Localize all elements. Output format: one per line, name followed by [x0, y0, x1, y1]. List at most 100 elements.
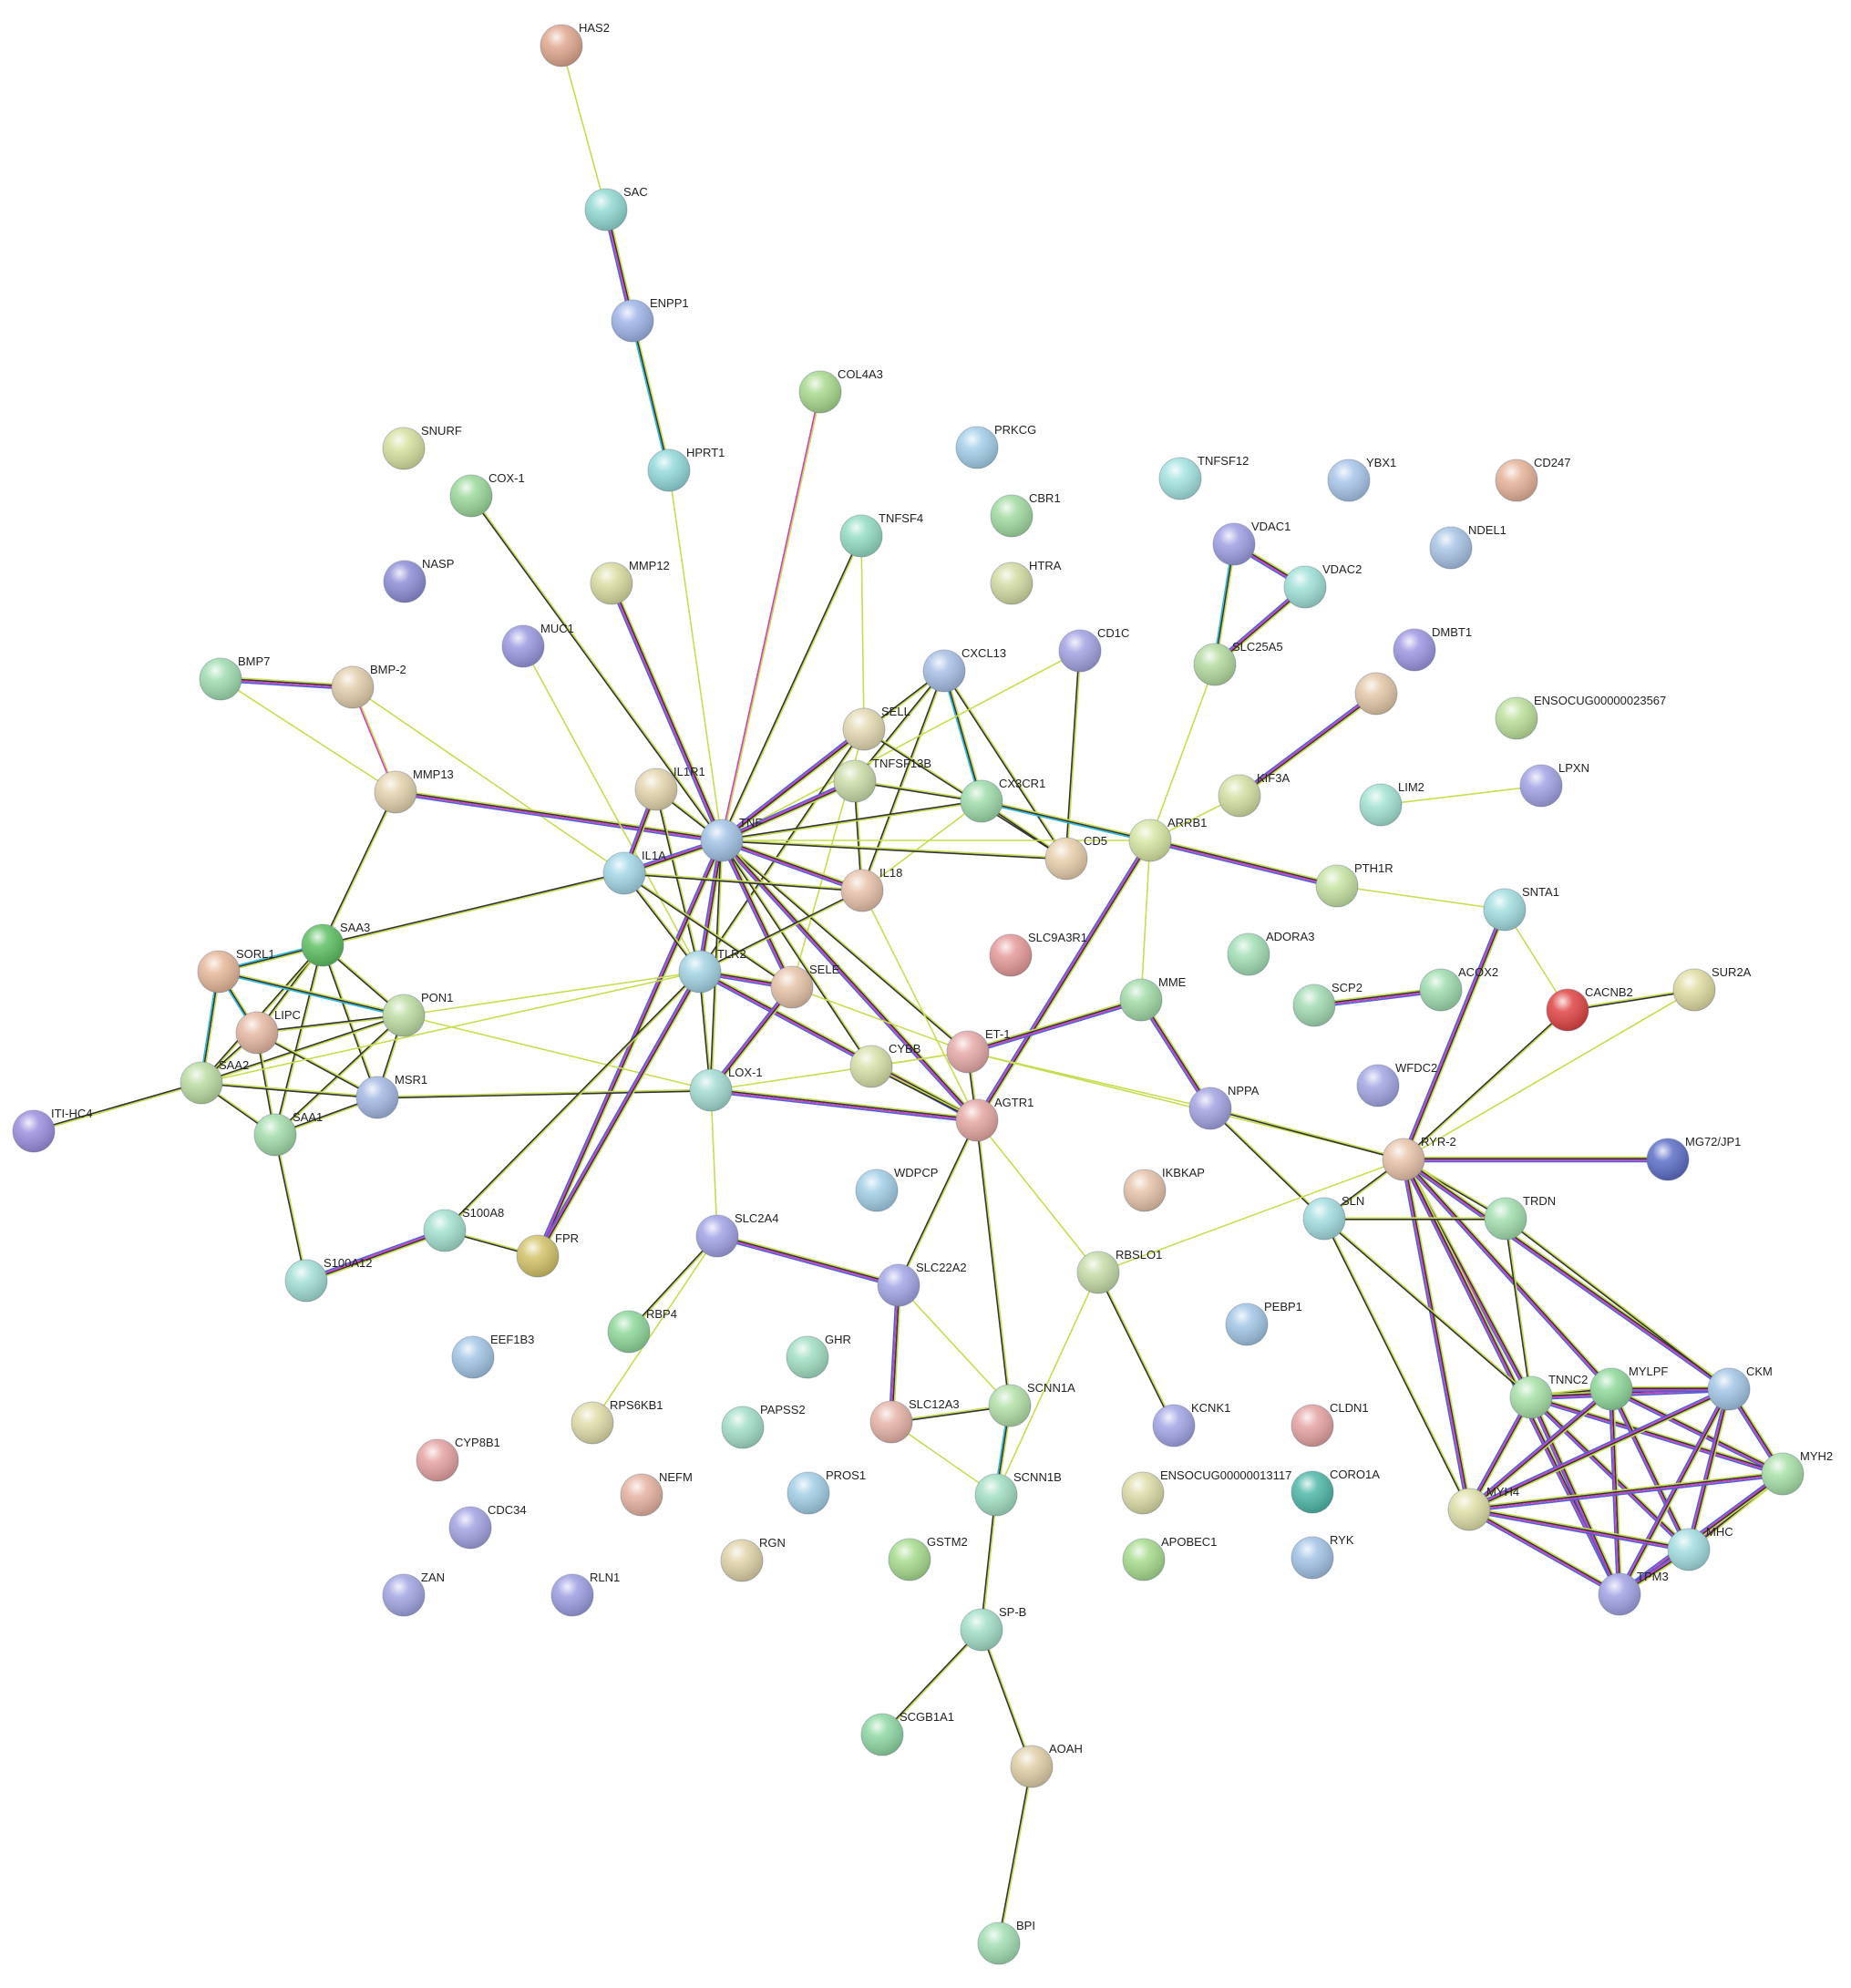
node-pebp1[interactable]: PEBP1 [1225, 1300, 1302, 1346]
node-prkcg[interactable]: PRKCG [955, 423, 1036, 469]
node-cd247[interactable]: CD247 [1495, 456, 1570, 502]
node-sln[interactable]: SLN [1302, 1194, 1364, 1241]
node-has2[interactable]: HAS2 [540, 21, 610, 67]
node-tpm3[interactable]: TPM3 [1598, 1570, 1669, 1616]
node-cacnb2[interactable]: CACNB2 [1546, 985, 1633, 1032]
node-nppa[interactable]: NPPA [1188, 1084, 1260, 1130]
node-enpp1[interactable]: ENPP1 [611, 296, 689, 343]
node-apobec1[interactable]: APOBEC1 [1122, 1535, 1217, 1581]
node-wfdc2[interactable]: WFDC2 [1356, 1061, 1437, 1107]
node-trdn[interactable]: TRDN [1484, 1194, 1556, 1241]
node-il1a[interactable]: IL1A [602, 849, 666, 895]
node-ckm[interactable]: CKM [1707, 1365, 1773, 1411]
node-arrb1[interactable]: ARRB1 [1128, 816, 1207, 862]
node-pros1[interactable]: PROS1 [787, 1468, 866, 1515]
node-ndel1[interactable]: NDEL1 [1429, 523, 1507, 570]
node-tnf[interactable]: TNF [700, 816, 762, 862]
node-cx3cr1[interactable]: CX3CR1 [960, 777, 1045, 823]
node-sac[interactable]: SAC [584, 185, 648, 232]
node-mylpf[interactable]: MYLPF [1589, 1365, 1668, 1411]
node-lpxn[interactable]: LPXN [1519, 761, 1589, 808]
node-et-1[interactable]: ET-1 [946, 1027, 1010, 1074]
node-scp2[interactable]: SCP2 [1292, 981, 1363, 1027]
node-slc22a2[interactable]: SLC22A2 [877, 1261, 967, 1307]
node-vdac2[interactable]: VDAC2 [1283, 562, 1362, 609]
node-snurf[interactable]: SNURF [382, 424, 462, 470]
node-bmp7[interactable]: BMP7 [199, 654, 270, 701]
node-mmp13[interactable]: MMP13 [374, 767, 454, 814]
node-mme[interactable]: MME [1119, 975, 1187, 1022]
node-cd5[interactable]: CD5 [1044, 834, 1107, 881]
node-dmbt1[interactable]: DMBT1 [1393, 625, 1472, 672]
node-mhc[interactable]: MHC [1667, 1525, 1733, 1571]
node-ryr-2[interactable]: RYR-2 [1382, 1135, 1456, 1181]
node-aoah[interactable]: AOAH [1010, 1742, 1083, 1788]
node-agtr1[interactable]: AGTR1 [955, 1096, 1033, 1142]
node-vdac1[interactable]: VDAC1 [1212, 520, 1291, 566]
node-rps6kb1[interactable]: RPS6KB1 [571, 1398, 663, 1445]
node-rln1[interactable]: RLN1 [550, 1571, 620, 1617]
node-cd1c[interactable]: CD1C [1058, 626, 1129, 673]
node-adora3[interactable]: ADORA3 [1227, 930, 1314, 976]
node-eef1b3[interactable]: EEF1B3 [451, 1333, 534, 1379]
node-tnnc2[interactable]: TNNC2 [1509, 1373, 1588, 1419]
node-s100a12[interactable]: S100A12 [284, 1256, 373, 1303]
node-rgn[interactable]: RGN [720, 1536, 786, 1582]
node-saa3[interactable]: SAA3 [301, 921, 370, 967]
node-hprt1[interactable]: HPRT1 [647, 446, 725, 492]
node-cbr1[interactable]: CBR1 [990, 491, 1061, 538]
node-pth1r[interactable]: PTH1R [1315, 861, 1393, 908]
node-cybb[interactable]: CYBB [849, 1042, 920, 1088]
node-ryk[interactable]: RYK [1291, 1533, 1354, 1580]
node-lipc[interactable]: LIPC [235, 1008, 301, 1055]
node-bmp-2[interactable]: BMP-2 [331, 663, 406, 709]
node-tnfsf12[interactable]: TNFSF12 [1158, 454, 1249, 500]
node-ybx1[interactable]: YBX1 [1327, 456, 1396, 502]
node-lox-1[interactable]: LOX-1 [689, 1066, 763, 1112]
node-fpr[interactable]: FPR [516, 1231, 579, 1278]
node-sell[interactable]: SELL [842, 705, 910, 751]
node-kif3a[interactable]: KIF3A [1218, 771, 1290, 818]
node-zan[interactable]: ZAN [382, 1571, 445, 1617]
node-iti-hc4[interactable]: ITI-HC4 [12, 1107, 93, 1153]
node-sp-b[interactable]: SP-B [960, 1605, 1026, 1652]
node-sur2a[interactable]: SUR2A [1672, 965, 1752, 1012]
node-rbslo1[interactable]: RBSLO1 [1076, 1248, 1162, 1294]
node-scnn1b[interactable]: SCNN1B [974, 1470, 1062, 1517]
node-anon1[interactable] [1354, 672, 1398, 716]
node-snta1[interactable]: SNTA1 [1483, 885, 1559, 932]
node-nefm[interactable]: NEFM [620, 1470, 693, 1517]
node-saa1[interactable]: SAA1 [253, 1110, 323, 1157]
node-saa2[interactable]: SAA2 [180, 1058, 249, 1105]
node-htra[interactable]: HTRA [990, 559, 1062, 605]
node-tlr2[interactable]: TLR2 [678, 947, 746, 994]
node-cdc34[interactable]: CDC34 [448, 1503, 527, 1550]
node-cxcl13[interactable]: CXCL13 [922, 646, 1006, 693]
node-msr1[interactable]: MSR1 [355, 1073, 427, 1119]
node-cldn1[interactable]: CLDN1 [1291, 1401, 1369, 1447]
node-gstm2[interactable]: GSTM2 [888, 1535, 968, 1581]
node-sele[interactable]: SELE [770, 963, 840, 1009]
node-scgb1a1[interactable]: SCGB1A1 [860, 1710, 954, 1756]
node-sorl1[interactable]: SORL1 [197, 947, 275, 994]
node-wdpcp[interactable]: WDPCP [855, 1166, 938, 1212]
node-bpi[interactable]: BPI [977, 1919, 1035, 1965]
node-scnn1a[interactable]: SCNN1A [988, 1381, 1075, 1427]
node-ensocug00000023567[interactable]: ENSOCUG00000023567 [1495, 694, 1666, 740]
node-cox-1[interactable]: COX-1 [449, 471, 525, 518]
node-papss2[interactable]: PAPSS2 [721, 1403, 806, 1449]
node-lim2[interactable]: LIM2 [1359, 780, 1424, 827]
node-ikbkap[interactable]: IKBKAP [1123, 1166, 1205, 1212]
node-nasp[interactable]: NASP [383, 557, 454, 603]
node-pon1[interactable]: PON1 [382, 991, 453, 1037]
node-tnfsf13b[interactable]: TNFSF13B [833, 757, 931, 803]
node-ensocug00000013117[interactable]: ENSOCUG00000013117 [1121, 1468, 1291, 1515]
node-mmp12[interactable]: MMP12 [590, 559, 670, 605]
node-coro1a[interactable]: CORO1A [1291, 1468, 1380, 1514]
node-rbp4[interactable]: RBP4 [607, 1307, 677, 1354]
node-mg72-jp1[interactable]: MG72/JP1 [1646, 1135, 1741, 1181]
node-slc25a5[interactable]: SLC25A5 [1193, 640, 1283, 686]
node-myh2[interactable]: MYH2 [1761, 1449, 1833, 1496]
node-il18[interactable]: IL18 [840, 866, 902, 912]
node-slc9a3r1[interactable]: SLC9A3R1 [989, 931, 1087, 977]
